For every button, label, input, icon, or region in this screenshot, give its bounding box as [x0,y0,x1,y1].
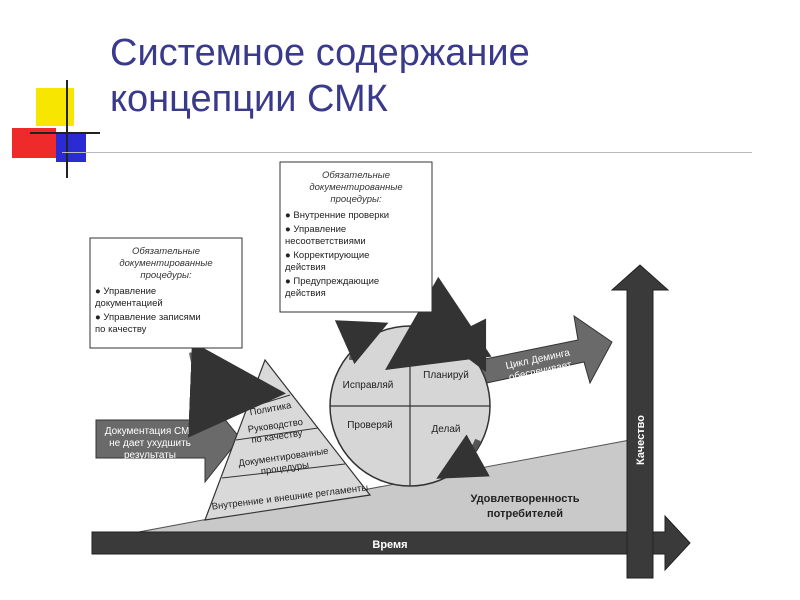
left-box-heading-1: Обязательные [132,246,200,257]
logo-horizontal-line [30,132,100,134]
satisfaction-label-2: потребителей [487,508,563,520]
title-line-2: концепции СМК [110,78,388,120]
top-box-heading-2: документированные [309,182,402,193]
title-divider [62,152,752,153]
top-box-item-5: действия [285,262,326,273]
top-box-item-7: действия [285,288,326,299]
pyramid-divider-3 [221,463,346,479]
pyramid [204,358,372,521]
top-box-item-2: ● Управление [285,224,346,235]
top-box-curved-arrow [385,276,492,370]
cycle-plan-label: Планируй [423,370,469,381]
left-box-heading-2: документированные [119,258,212,269]
left-box-item-1: ● Управление [95,286,156,297]
time-axis-label: Время [372,539,407,551]
top-box-item-6: ● Предупреждающие [285,276,379,287]
left-box-heading-3: процедуры: [140,270,192,281]
deming-arrow [479,314,613,385]
satisfaction-label-1: Удовлетворенность [471,493,580,505]
time-axis-arrow [91,514,691,572]
documentation-arrow-text-2: не дает ухудшить [109,438,191,449]
cycle-arrow-top-left [334,320,389,365]
left-box-item-4: по качеству [95,324,147,335]
documentation-arrow-text-1: Документация СМК [105,426,196,437]
top-procedures-box [279,161,433,313]
top-box-item-4: ● Корректирующие [285,250,369,261]
left-box-curved-arrow [188,341,286,438]
cycle-arrow-bottom-right [436,434,490,479]
cycle-do-label: Делай [432,424,461,435]
top-box-heading-3: процедуры: [330,194,382,205]
cycle-act-label: Исправляй [343,380,394,391]
top-box-heading-1: Обязательные [322,170,390,181]
quality-axis-label: Качество [635,415,647,465]
top-box-item-3: несоответствиями [285,236,366,247]
decorative-logo [0,80,100,180]
top-box-item-1: ● Внутренние проверки [285,210,389,221]
title-line-1: Системное содержание [110,32,530,74]
quality-axis-arrow [610,264,670,579]
cycle-check-label: Проверяй [347,420,393,431]
left-box-item-3: ● Управление записями [95,312,201,323]
logo-vertical-line [66,80,68,178]
blue-square [56,132,86,162]
documentation-arrow-text-3: результаты [124,450,176,461]
left-box-item-2: документацией [95,298,163,309]
left-procedures-box [89,237,243,349]
